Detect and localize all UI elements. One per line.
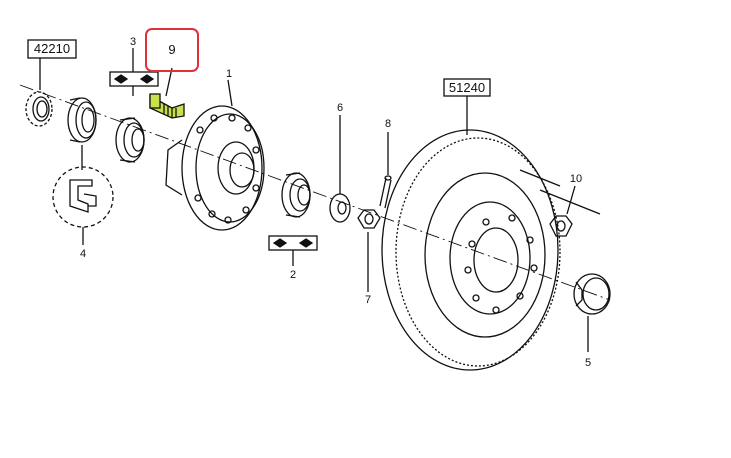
hub-cap-part: [573, 273, 611, 315]
part-label-5: 5: [585, 357, 591, 369]
center-axis-line: [19, 84, 611, 301]
leader-1: [227, 79, 233, 107]
ref-label-42210: 42210: [34, 41, 70, 56]
ref-box-42210: [27, 39, 77, 59]
highlight-box-9: [145, 28, 199, 72]
leader-10: [566, 185, 576, 215]
washer-part: [329, 193, 351, 223]
part-label-10: 10: [570, 173, 582, 185]
inner-bearing-part: [281, 172, 311, 218]
oil-seal-part: [67, 97, 97, 143]
cotter-pin-part: [379, 175, 392, 209]
part-label-9: 9: [168, 42, 175, 57]
part-label-1: 1: [226, 68, 232, 80]
bracket-3: [109, 71, 159, 96]
bracket-2: [268, 235, 318, 251]
hub-nut-part: [549, 215, 573, 237]
leader-9: [165, 67, 173, 97]
outer-bearing-part: [115, 117, 145, 163]
part-label-2: 2: [290, 269, 296, 281]
part-label-3: 3: [130, 36, 136, 48]
part-label-4: 4: [80, 248, 86, 260]
part-label-7: 7: [365, 294, 371, 306]
detail-4-circle: [52, 166, 114, 228]
ref-label-51240: 51240: [449, 80, 485, 95]
wheel-stud-highlighted: [149, 93, 185, 119]
seal-dashed-part: [25, 91, 53, 127]
part-label-6: 6: [337, 102, 343, 114]
brake-disc-part: [381, 129, 601, 371]
part-label-8: 8: [385, 118, 391, 130]
castle-nut-part: [357, 209, 381, 229]
wheel-hub-part: [165, 105, 265, 231]
